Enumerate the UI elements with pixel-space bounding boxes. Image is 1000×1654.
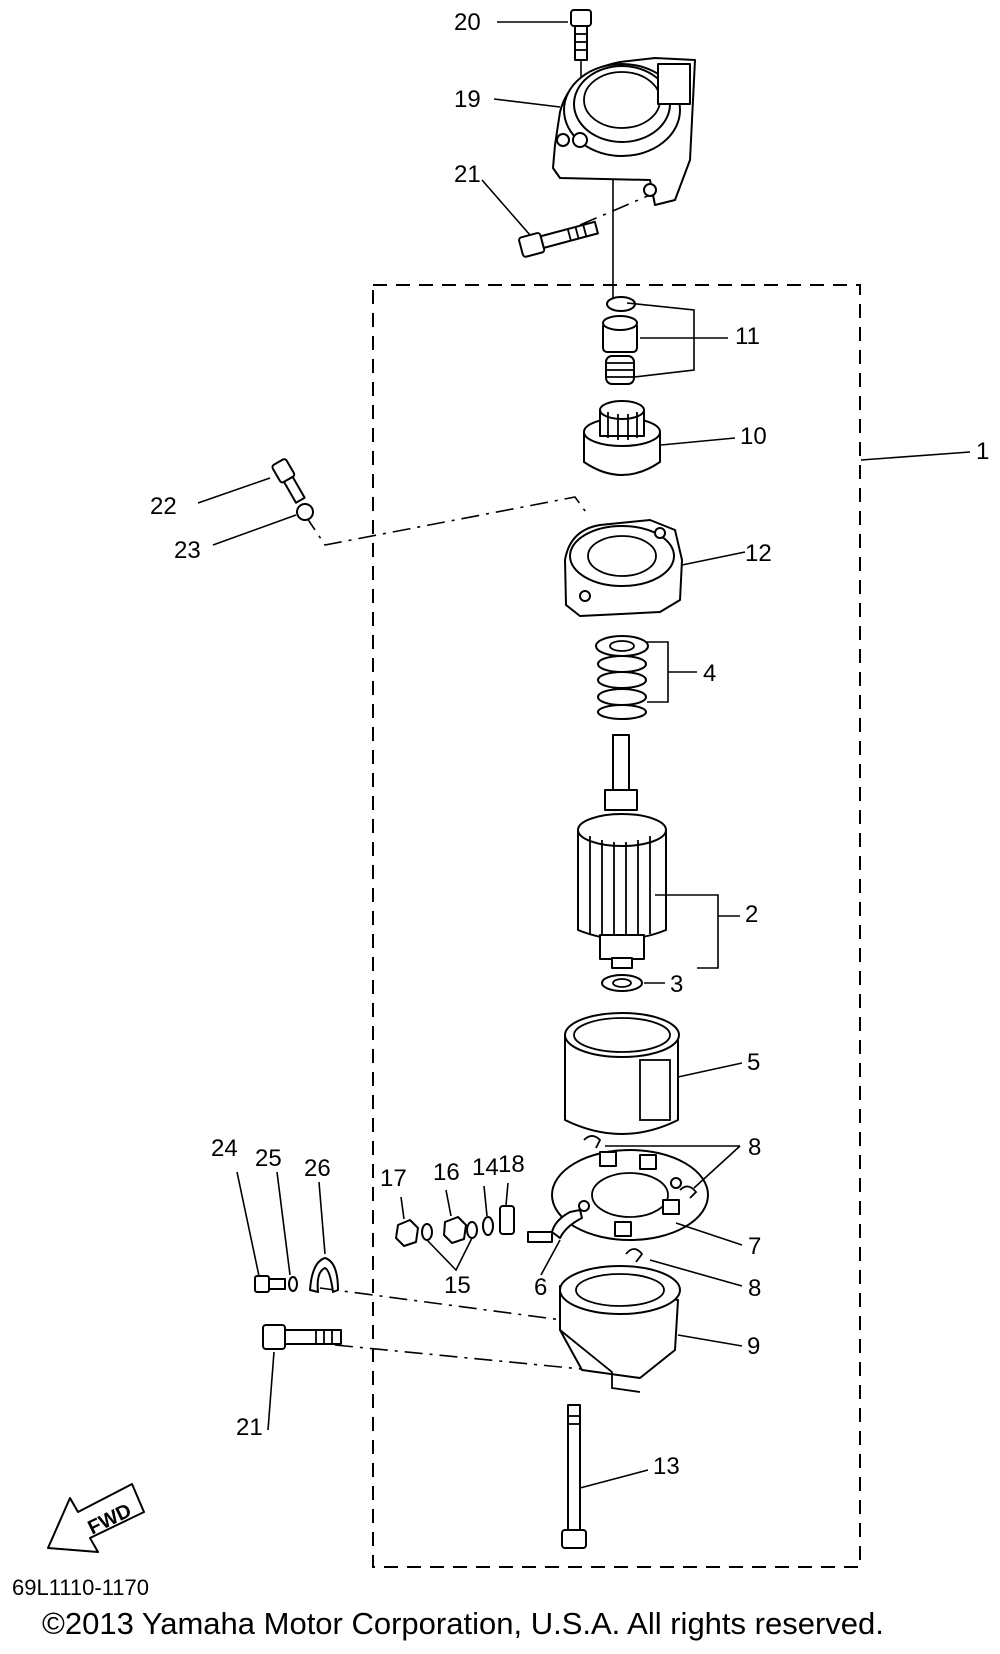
callout-8-top: 8 (748, 1134, 761, 1161)
clamp-26 (309, 1257, 339, 1293)
washer-25 (288, 1276, 298, 1292)
clip-8-right (679, 1185, 698, 1199)
brush-holder-7 (551, 1149, 709, 1241)
callout-11: 11 (735, 323, 760, 350)
through-bolt-13 (561, 1404, 587, 1549)
centerline-22 (304, 496, 589, 546)
armature-2 (577, 734, 667, 969)
callout-12: 12 (745, 540, 772, 567)
callout-7: 7 (748, 1233, 761, 1260)
callout-6: 6 (534, 1274, 547, 1301)
callout-9: 9 (747, 1333, 760, 1360)
callout-23: 23 (174, 537, 201, 564)
callout-8-bottom: 8 (748, 1275, 761, 1302)
washer-23 (296, 503, 314, 521)
callout-24: 24 (211, 1135, 238, 1162)
leader-lines (197, 21, 971, 1489)
housing-12 (564, 519, 683, 617)
yoke-5 (564, 1012, 680, 1135)
collar-set-11 (602, 296, 638, 385)
callout-26: 26 (304, 1155, 331, 1182)
callout-21-bottom: 21 (236, 1414, 263, 1441)
callout-3: 3 (670, 971, 683, 998)
callout-21-top: 21 (454, 161, 481, 188)
callout-5: 5 (747, 1049, 760, 1076)
callout-14: 14 (472, 1154, 499, 1181)
bolt-21-lower (262, 1324, 342, 1350)
callout-18: 18 (498, 1151, 525, 1178)
rear-cover-9 (559, 1265, 681, 1393)
callout-16: 16 (433, 1159, 460, 1186)
callout-22: 22 (150, 493, 177, 520)
washer-3-hole (612, 978, 632, 988)
centerline-21-top (579, 194, 651, 226)
callout-25: 25 (255, 1145, 282, 1172)
terminal-hardware-14-18 (395, 1205, 515, 1247)
callout-20: 20 (454, 9, 481, 36)
bracket-19 (552, 57, 696, 206)
spring-set-4 (595, 635, 649, 720)
callout-2: 2 (745, 901, 758, 928)
centerline-21-bottom (334, 1344, 613, 1373)
bolt-24 (254, 1275, 286, 1293)
copyright-notice: ©2013 Yamaha Motor Corporation, U.S.A. A… (42, 1606, 884, 1641)
diagram-code: 69L1110-1170 (12, 1575, 150, 1600)
washer-3 (601, 974, 643, 992)
screw-22 (271, 458, 306, 504)
callout-19: 19 (454, 86, 481, 113)
bolt-20 (570, 9, 592, 140)
assembly-boundary (372, 284, 861, 1568)
bolt-21-upper (518, 220, 599, 258)
pinion-gear-10 (583, 400, 661, 476)
callout-17: 17 (380, 1165, 407, 1192)
lead-wire-6 (551, 1209, 583, 1239)
fwd-arrow: FWD (47, 1483, 145, 1553)
callout-labels: 1 2 3 4 5 6 7 8 8 9 10 11 12 13 14 15 16… (150, 9, 989, 1480)
callout-4: 4 (703, 660, 716, 687)
clip-8-bottom (625, 1248, 644, 1263)
centerline-26 (319, 1287, 563, 1321)
terminal-stud-6 (527, 1231, 553, 1243)
callout-1: 1 (976, 438, 989, 465)
callout-13: 13 (653, 1453, 680, 1480)
clip-8-top (583, 1135, 602, 1149)
callout-10: 10 (740, 423, 767, 450)
callout-15: 15 (444, 1272, 471, 1299)
